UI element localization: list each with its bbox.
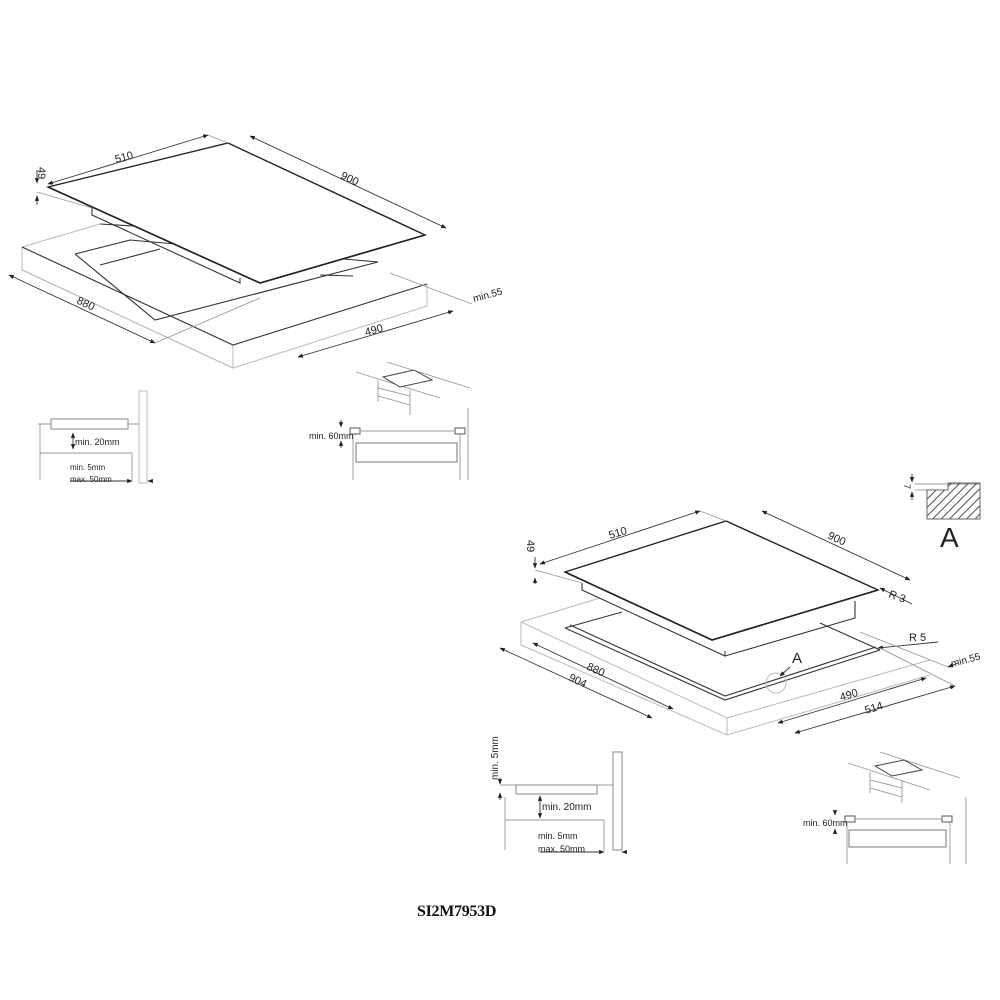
section-a-detail: 7 A	[902, 474, 981, 553]
bottom-iso-drawing: 510 900 49 R 3 R 5 A 880 904 490 514 min…	[499, 510, 982, 736]
top-iso-drawing: 510 900 49 880 490 min.55	[8, 134, 504, 369]
dim-width: 510	[114, 150, 135, 166]
top-side-detail: min. 20mm min. 5mm max. 50mm	[38, 390, 153, 484]
bottom-oven-detail: min. 60mm	[803, 751, 967, 864]
dim-length: 900	[339, 170, 361, 189]
oven-min-gap: min. 60mm	[803, 818, 848, 828]
detail-marker-a: A	[792, 650, 802, 667]
dim-height: 49	[35, 167, 47, 179]
top-oven-detail: min. 60mm	[309, 361, 471, 480]
oven-min-gap: min. 60mm	[309, 431, 354, 441]
dim-radius-cut: R 5	[909, 632, 926, 644]
dim-min-edge: min.55	[472, 286, 504, 305]
dim-cutout-length: 880	[75, 295, 97, 314]
dim-cutout-length: 880	[585, 661, 607, 680]
dim-radius-top: R 3	[887, 589, 907, 606]
side-min-clear: min. 5mm	[538, 831, 578, 841]
side-min-gap: min. 20mm	[75, 437, 120, 447]
dim-cutout-width: 490	[364, 322, 385, 339]
dim-height: 49	[524, 540, 536, 552]
side-min-clear: min. 5mm	[70, 463, 105, 472]
dim-min-edge: min.55	[950, 651, 982, 670]
dim-cutout-width: 490	[838, 687, 859, 704]
side-min-gap: min. 20mm	[542, 802, 591, 813]
side-top-min: min. 5mm	[490, 736, 501, 780]
side-max-clear: max. 50mm	[70, 475, 112, 484]
dim-outer-width: 514	[863, 700, 884, 717]
section-label: A	[940, 522, 959, 553]
side-max-clear: max. 50mm	[538, 844, 585, 854]
dim-width: 510	[607, 525, 628, 542]
dim-length: 900	[826, 530, 848, 549]
model-title: SI2M7953D	[417, 903, 497, 920]
section-depth: 7	[902, 484, 912, 489]
bottom-side-detail: min. 5mm min. 20mm min. 5mm max. 50mm	[490, 736, 627, 855]
